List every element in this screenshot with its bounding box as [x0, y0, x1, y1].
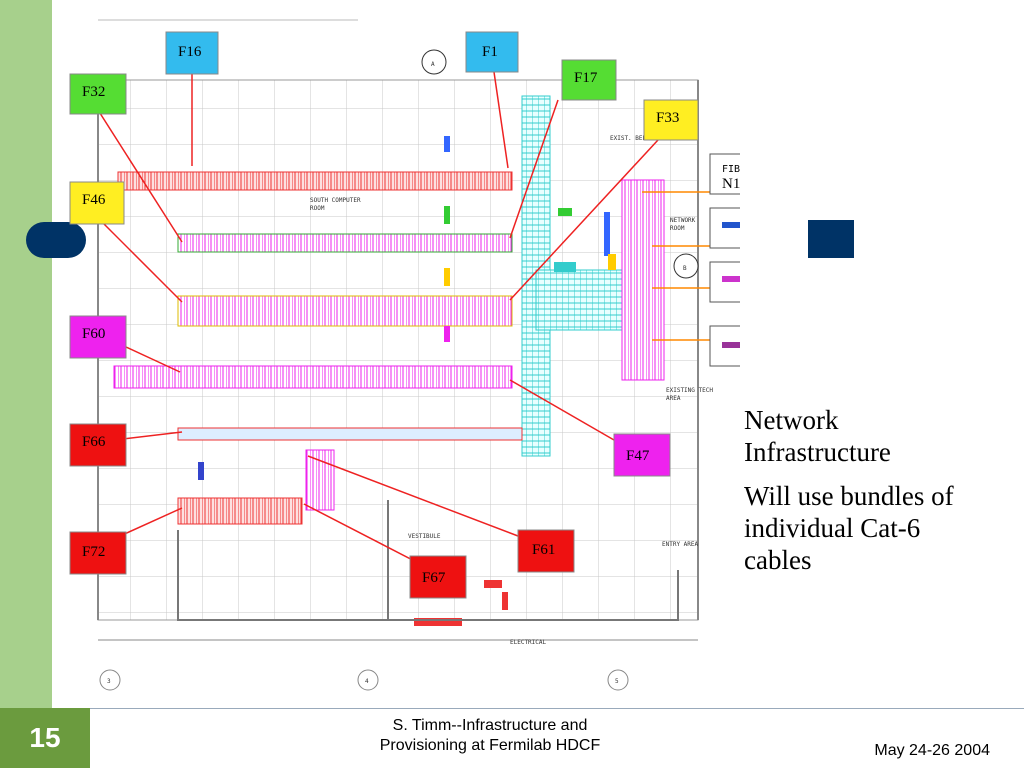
footer-center: S. Timm--Infrastructure and Provisioning… — [330, 716, 650, 756]
feeder-label-f1: F1 — [465, 31, 519, 73]
tech-area-label: EXISTING TECH — [666, 387, 713, 394]
switch-icon — [722, 276, 740, 282]
exit-label: EXIST. BEE — [610, 135, 647, 142]
svg-text:FIBER: FIBER — [722, 164, 740, 175]
left-green-bar — [0, 0, 52, 768]
side-text-body: Will use bundles of individual Cat-6 cab… — [744, 481, 954, 575]
svg-text:F17: F17 — [574, 70, 598, 86]
page-number: 15 — [29, 722, 61, 753]
svg-text:F67: F67 — [422, 570, 446, 586]
side-text-block: Network Infrastructure Will use bundles … — [744, 404, 974, 588]
switch-icon — [722, 222, 740, 228]
feeder-label-f72: F72 — [69, 531, 127, 575]
network-box-n7: N7 — [709, 325, 740, 367]
footer-line-1: S. Timm--Infrastructure and — [392, 717, 588, 734]
network-room-label-2: ROOM — [670, 225, 685, 232]
column-5-label: 5 — [615, 678, 619, 685]
column-3-label: 3 — [107, 678, 111, 685]
feeder-label-f66: F66 — [69, 423, 127, 467]
svg-text:F46: F46 — [82, 192, 106, 208]
feeder-label-f61: F61 — [517, 529, 575, 573]
south-room-label: SOUTH COMPUTER — [310, 197, 361, 204]
electrical-label: ELECTRICAL — [510, 639, 547, 646]
footer-divider — [52, 708, 1024, 709]
svg-text:F47: F47 — [626, 448, 650, 464]
footer-date: May 24-26 2004 — [874, 742, 990, 759]
network-box-n3: N3 — [709, 207, 740, 249]
tech-area-label-2: AREA — [666, 395, 681, 402]
page-number-box — [0, 708, 90, 768]
svg-text:F1: F1 — [482, 44, 498, 60]
svg-text:F32: F32 — [82, 84, 105, 100]
feeder-label-f33: F33 — [643, 99, 699, 141]
feeder-label-f47: F47 — [613, 433, 671, 477]
svg-text:N1: N1 — [722, 176, 740, 192]
south-room-label-2: ROOM — [310, 205, 325, 212]
feeder-label-f32: F32 — [69, 73, 127, 115]
network-box-n1: FIBER N1 — [709, 153, 740, 195]
feeder-label-f17: F17 — [561, 59, 617, 101]
section-mark-a: A — [431, 61, 435, 68]
vestibule-label: VESTIBULE — [408, 533, 441, 540]
svg-text:F33: F33 — [656, 110, 679, 126]
decorative-oval-left — [26, 222, 86, 258]
entry-area-label: ENTRY AREA — [662, 541, 699, 548]
svg-text:F16: F16 — [178, 44, 202, 60]
feeder-label-f16: F16 — [165, 31, 219, 75]
switch-icon — [722, 342, 740, 348]
feeder-label-f60: F60 — [69, 315, 127, 359]
feeder-label-f67: F67 — [409, 555, 467, 599]
feeder-label-f46: F46 — [69, 181, 125, 225]
decorative-square-right — [808, 220, 854, 258]
network-box-n5: N5 — [709, 261, 740, 303]
svg-text:F72: F72 — [82, 544, 105, 560]
svg-text:F66: F66 — [82, 434, 106, 450]
svg-text:F61: F61 — [532, 542, 555, 558]
svg-text:F60: F60 — [82, 326, 105, 342]
section-mark-b: B — [683, 265, 687, 272]
side-text-heading: Network Infrastructure — [744, 405, 891, 467]
footer-line-2: Provisioning at Fermilab HDCF — [379, 737, 601, 754]
floor-plan-diagram: 3 4 5 A B SOUTH COMPUTER ROOM NETWORK RO… — [69, 19, 740, 691]
network-room-label: NETWORK — [670, 217, 696, 224]
column-4-label: 4 — [365, 678, 369, 685]
